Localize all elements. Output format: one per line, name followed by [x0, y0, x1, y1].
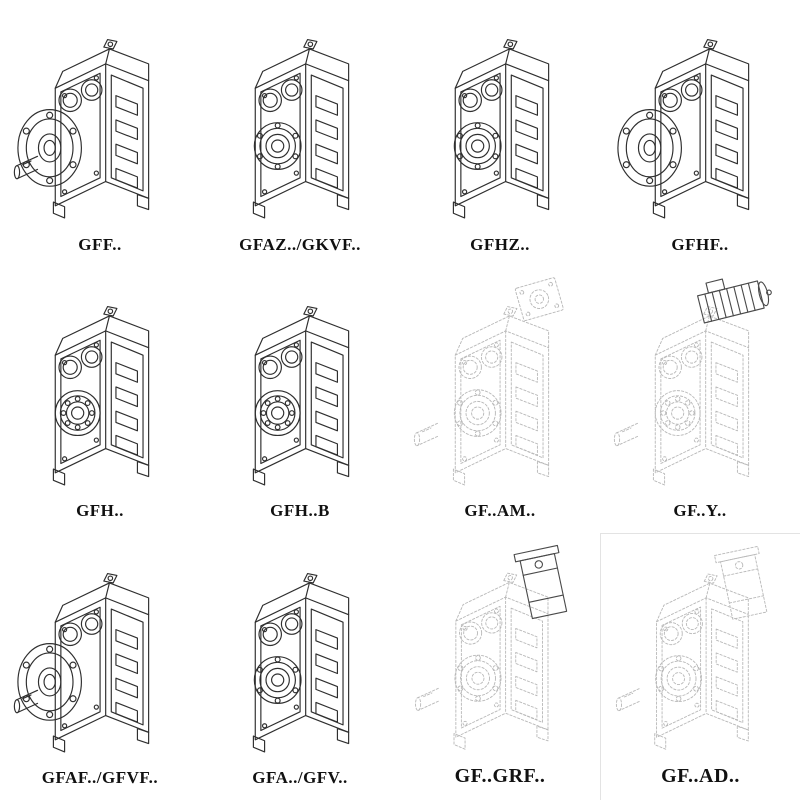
input-adapter-flange: [514, 276, 565, 322]
output-flange-disc: [17, 642, 82, 721]
model-code-label: GFHF..: [671, 234, 729, 254]
housing-outline: [453, 572, 549, 750]
input-covers: [58, 79, 103, 113]
input-covers: [458, 79, 503, 113]
catalog-cell-gf-am: GF..AM..: [400, 267, 600, 534]
catalog-cell-gf-ad: GF..AD..: [600, 533, 800, 800]
adapter-gearbox-drawing: [402, 537, 598, 763]
hollow-bore-circles: [655, 654, 702, 702]
housing-outline: [252, 305, 350, 486]
hollow-bore-circles: [453, 389, 502, 437]
model-code-label: GF..GRF..: [454, 764, 546, 787]
input-covers: [258, 612, 303, 646]
flange-gearbox-drawing: [2, 537, 198, 766]
hollow-bore-gearbox-drawing: [202, 4, 398, 233]
output-flange-disc: [617, 109, 682, 188]
foot-mounted-gearbox-drawing: [2, 271, 198, 500]
housing-outline: [452, 39, 550, 219]
catalog-cell-gfhf: GFHF..: [600, 0, 800, 267]
model-code-label: GF..Y..: [673, 501, 727, 521]
housing-outline: [52, 305, 150, 486]
model-code-label: GFAF../GFVF..: [41, 767, 159, 787]
input-covers: [258, 79, 303, 113]
housing-outline: [652, 306, 750, 486]
input-covers: [58, 612, 103, 646]
model-code-label: GFF..: [78, 234, 122, 254]
model-code-label: GFA../GFV..: [252, 767, 348, 787]
model-code-label: GF..AM..: [464, 501, 536, 521]
output-bearing-circles: [54, 390, 101, 436]
output-flange-disc: [17, 109, 82, 188]
adapter-gearbox-drawing: [603, 538, 798, 763]
hollow-bore-gearbox-drawing: [202, 537, 398, 766]
motor-adapter-gearbox-drawing: [402, 271, 598, 500]
hollow-bore-gearbox-drawing: [402, 4, 598, 233]
flange-gearbox-drawing: [602, 4, 798, 233]
catalog-cell-gfa-gfv: GFA../GFV..: [200, 533, 400, 800]
input-covers: [458, 611, 503, 645]
housing-outline: [654, 573, 749, 750]
catalog-cell-gf-y: GF..Y..: [600, 267, 800, 534]
input-covers: [659, 612, 703, 645]
catalog-cell-gfh: GFH..: [0, 267, 200, 534]
output-shaft: [414, 687, 439, 711]
model-code-label: GFAZ../GKVF..: [239, 234, 361, 254]
input-covers: [258, 346, 303, 380]
input-adapter-block: [513, 544, 572, 620]
flange-gearbox-drawing: [2, 4, 198, 233]
catalog-cell-gff: GFF..: [0, 0, 200, 267]
input-covers: [658, 346, 703, 379]
output-shaft: [413, 422, 438, 447]
input-covers: [58, 346, 103, 380]
model-code-label: GFH..: [76, 501, 124, 521]
input-covers: [658, 79, 703, 113]
catalog-cell-gfaf-gfvf: GFAF../GFVF..: [0, 533, 200, 800]
catalog-cell-gfaz-gkvf: GFAZ../GKVF..: [200, 0, 400, 267]
motorized-gearbox-drawing: [602, 271, 798, 500]
model-code-label: GF..AD..: [661, 764, 740, 787]
catalog-cell-gf-grf: GF..GRF..: [400, 533, 600, 800]
output-bearing-circles: [254, 390, 301, 436]
input-covers: [458, 346, 503, 379]
housing-outline: [452, 306, 550, 486]
catalog-cell-gfh-b: GFH..B: [200, 267, 400, 534]
housing-outline: [252, 39, 350, 219]
hollow-bore-circles: [454, 654, 502, 702]
housing-outline: [252, 572, 350, 753]
electric-motor-block: [694, 272, 776, 324]
output-bearing-circles: [654, 390, 701, 436]
input-adapter-block: [713, 545, 772, 621]
model-code-label: GFH..B: [270, 501, 330, 521]
foot-mounted-gearbox-drawing: [202, 271, 398, 500]
model-code-label: GFHZ..: [470, 234, 530, 254]
catalog-cell-gfhz: GFHZ..: [400, 0, 600, 267]
output-shaft: [613, 422, 638, 447]
output-shaft: [615, 687, 640, 711]
